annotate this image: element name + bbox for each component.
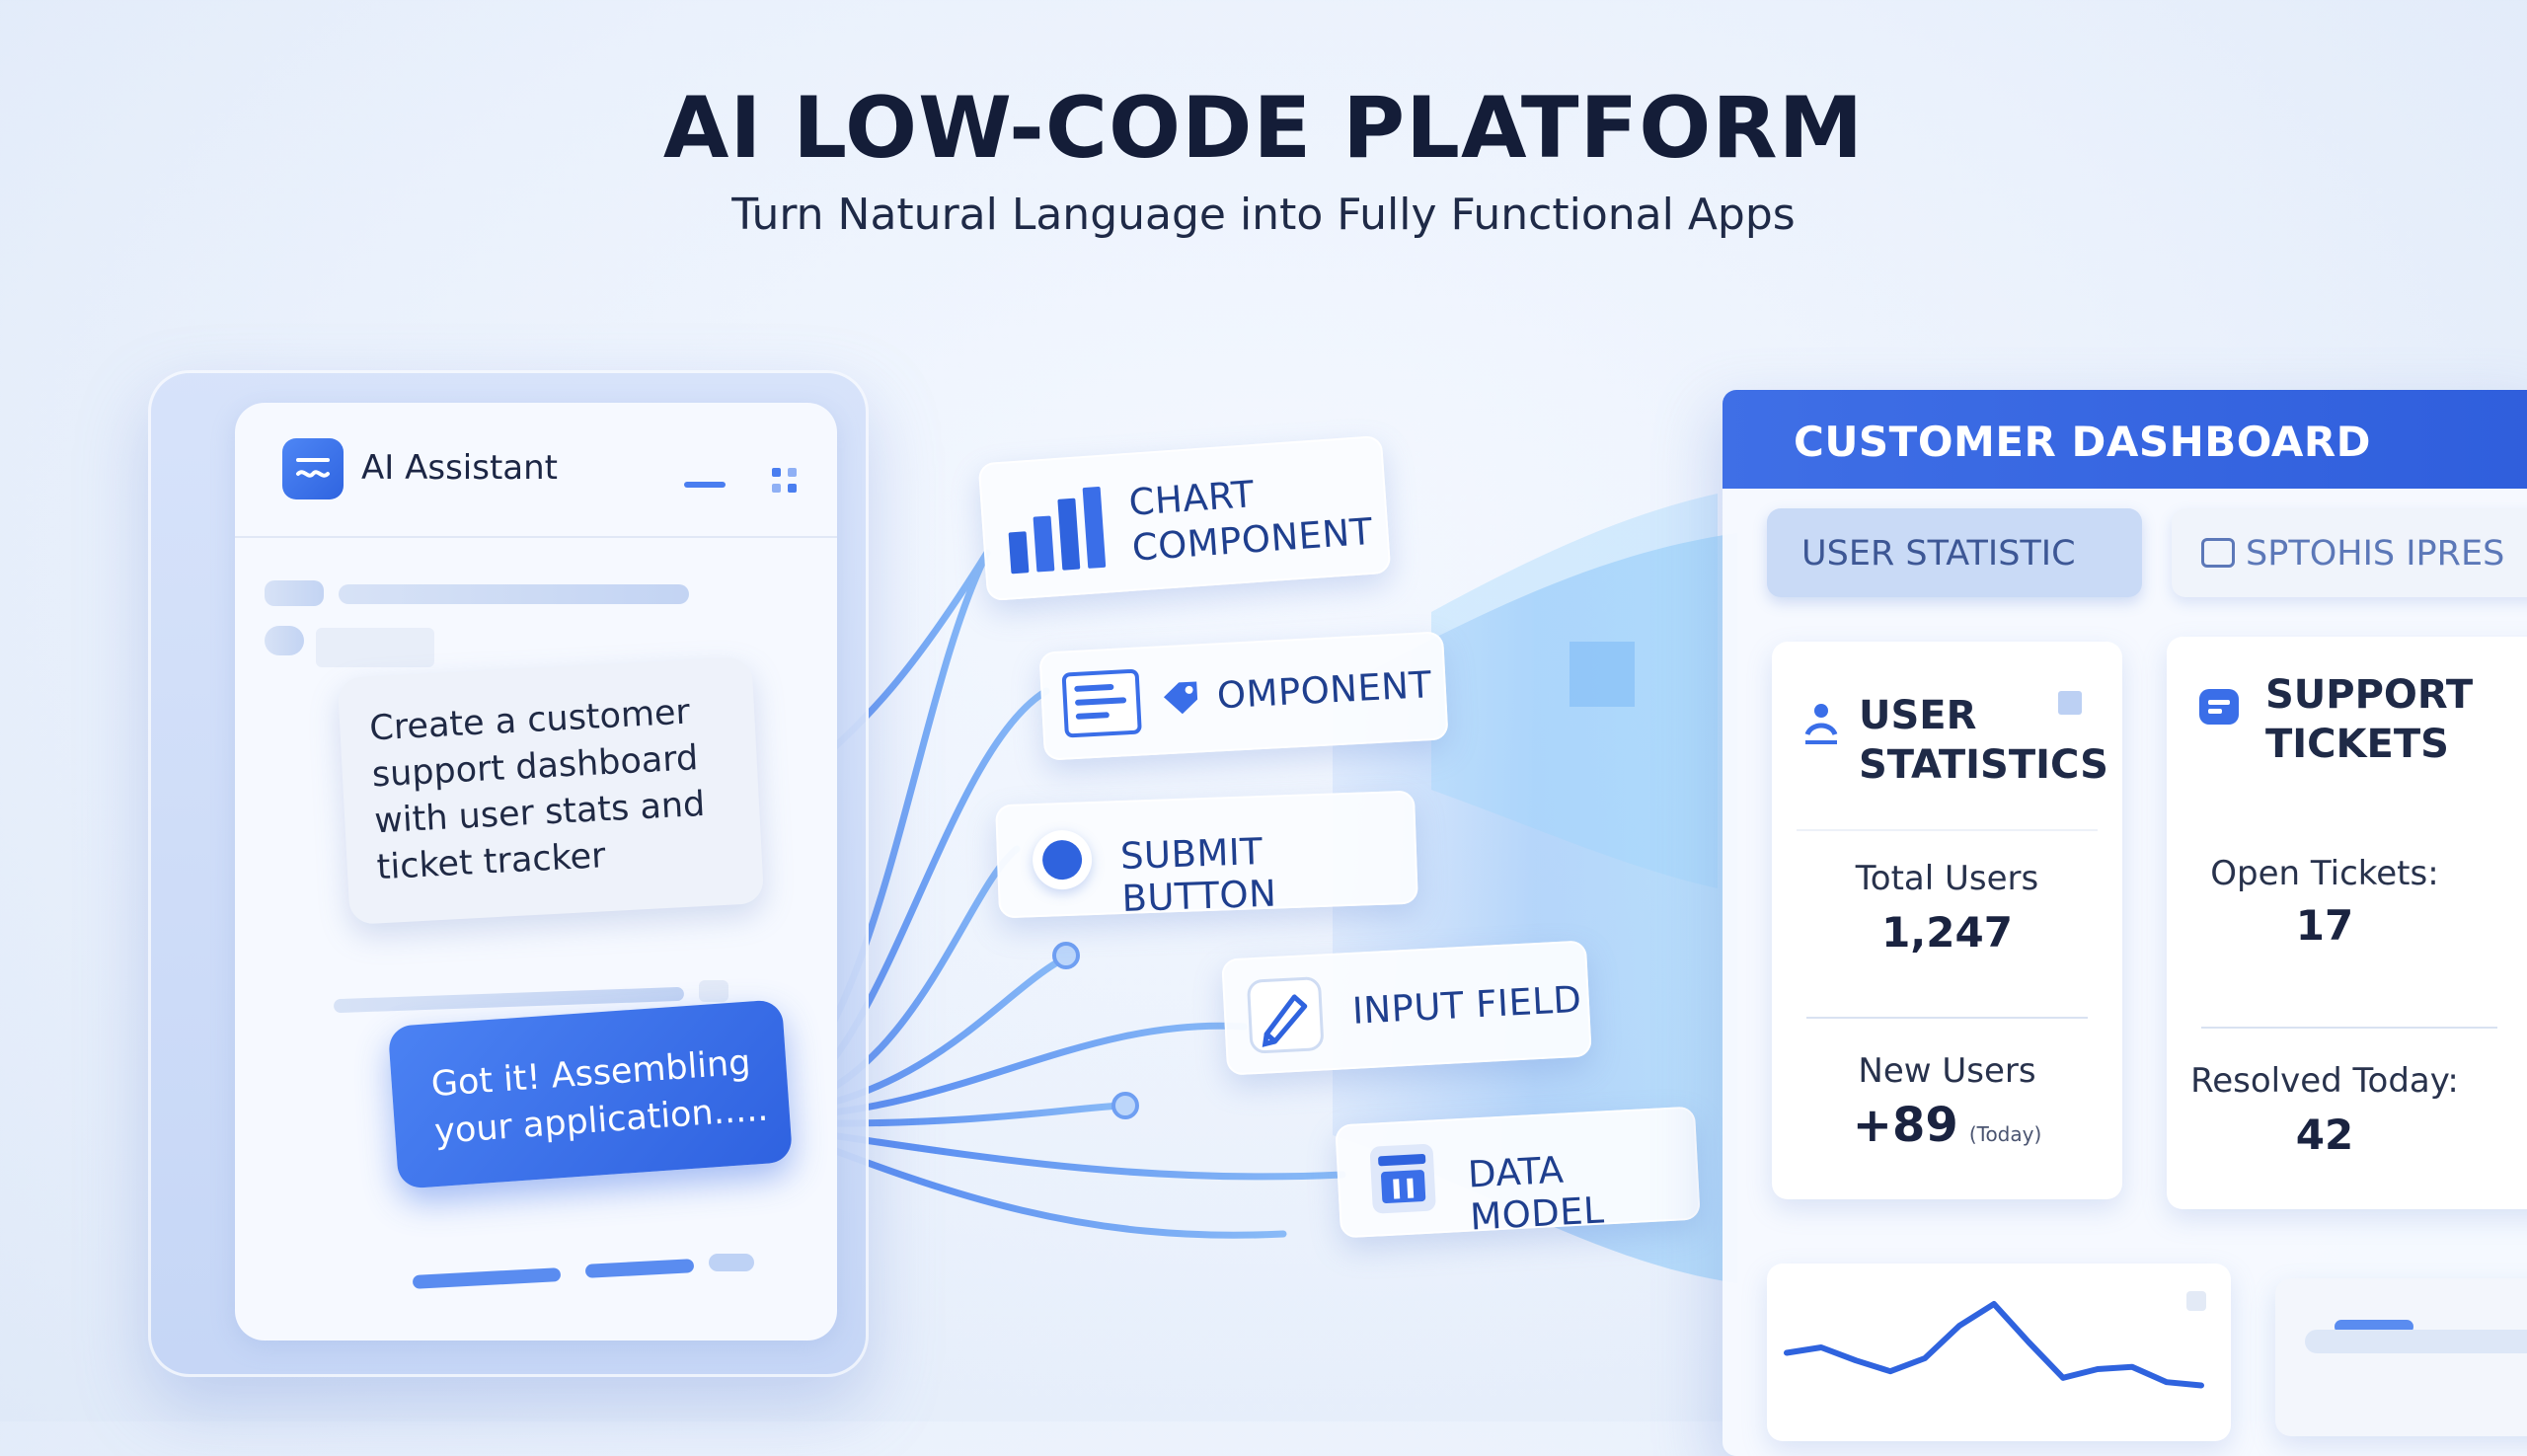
customer-dashboard: CUSTOMER DASHBOARD USER STATISTIC SPTOHI… <box>1723 390 2527 1456</box>
radio-dot-icon <box>1032 829 1094 891</box>
new-users-value: +89 <box>1852 1098 1958 1153</box>
placeholder-line <box>2305 1330 2527 1353</box>
flow-node <box>1052 942 1080 969</box>
placeholder-line <box>584 1259 695 1278</box>
pencil-icon <box>1247 976 1324 1054</box>
assistant-logo-icon <box>282 438 344 499</box>
chart-component-card[interactable]: CHART COMPONENT <box>977 434 1392 602</box>
assistant-title: AI Assistant <box>361 448 558 488</box>
resolved-today-label: Resolved Today: <box>2190 1061 2459 1101</box>
new-users-suffix: (Today) <box>1968 1122 2042 1146</box>
divider <box>1797 829 2098 831</box>
ai-message-text: Got it! Assembling your application..... <box>429 1042 770 1153</box>
expand-icon[interactable] <box>768 464 802 498</box>
trend-line <box>1784 1301 2204 1389</box>
bar-chart-icon <box>1008 487 1107 575</box>
open-tickets-label: Open Tickets: <box>2210 854 2439 893</box>
user-message-bubble: Create a customer support dashboard with… <box>337 656 765 925</box>
minimize-icon[interactable] <box>684 482 726 488</box>
chart-corner-marker <box>2186 1291 2206 1311</box>
placeholder-line <box>265 580 324 606</box>
user-message-text: Create a customer support dashboard with… <box>368 692 707 888</box>
chart-component-label: CHART COMPONENT <box>1127 473 1375 570</box>
form-component-label: OMPONENT <box>1215 663 1433 718</box>
total-users-label: Total Users <box>1855 859 2039 898</box>
new-users-row: +89 (Today) <box>1772 1098 2122 1153</box>
user-statistics-card[interactable]: USER STATISTICS Total Users 1,247 New Us… <box>1772 642 2122 1199</box>
ticket-icon <box>2201 538 2235 568</box>
submit-button-label: SUBMIT BUTTON <box>1119 830 1278 921</box>
user-statistics-title: USER STATISTICS <box>1859 693 2108 788</box>
flow-sheet <box>1431 494 1718 888</box>
flow-block <box>1570 642 1635 707</box>
database-icon <box>1369 1143 1436 1214</box>
page-subtitle: Turn Natural Language into Fully Functio… <box>731 190 1796 240</box>
form-icon <box>1061 668 1142 738</box>
submit-button-card[interactable]: SUBMIT BUTTON <box>995 790 1418 921</box>
card-corner-marker <box>2058 691 2082 715</box>
data-model-card[interactable]: DATA MODEL <box>1335 1106 1701 1239</box>
form-component-card[interactable]: OMPONENT <box>1038 631 1449 761</box>
ai-message-bubble: Got it! Assembling your application..... <box>387 999 794 1189</box>
support-tickets-title: SUPPORT TICKETS <box>2265 672 2474 767</box>
tab-user-statistic[interactable]: USER STATISTIC <box>1767 508 2142 597</box>
tab-support-tickets-label: SPTOHIS IPRES <box>2246 534 2505 574</box>
new-users-label: New Users <box>1858 1051 2036 1091</box>
assistant-panel: AI Assistant Create a customer support d… <box>235 403 837 1341</box>
divider <box>1806 1017 2088 1019</box>
placeholder-line <box>316 628 434 667</box>
placeholder-line <box>339 584 689 604</box>
flow-line <box>794 1126 1346 1181</box>
flow-node <box>1111 1092 1139 1119</box>
input-field-card[interactable]: INPUT FIELD <box>1221 940 1592 1076</box>
placeholder-line <box>265 626 304 655</box>
trend-line-chart <box>1784 1301 2204 1389</box>
placeholder-line <box>699 980 728 1002</box>
input-field-label: INPUT FIELD <box>1350 977 1583 1033</box>
chat-ticket-icon <box>2199 689 2239 725</box>
tab-support-tickets[interactable]: SPTOHIS IPRES <box>2172 508 2527 597</box>
secondary-widget[interactable] <box>2275 1278 2527 1436</box>
page-title: AI LOW-CODE PLATFORM <box>662 79 1865 178</box>
dashboard-title: CUSTOMER DASHBOARD <box>1794 418 2372 466</box>
open-tickets-value: 17 <box>2295 901 2354 950</box>
resolved-today-value: 42 <box>2295 1111 2354 1159</box>
total-users-value: 1,247 <box>1881 908 2013 957</box>
users-icon <box>1804 704 1838 744</box>
tag-icon <box>1163 681 1198 715</box>
assistant-header: AI Assistant <box>235 403 837 538</box>
tab-user-statistic-label: USER STATISTIC <box>1801 534 2076 574</box>
divider <box>2201 1027 2497 1029</box>
placeholder-line <box>412 1267 562 1289</box>
data-model-label: DATA MODEL <box>1466 1148 1606 1239</box>
trend-chart-card[interactable] <box>1767 1264 2231 1441</box>
dashboard-header: CUSTOMER DASHBOARD <box>1723 390 2527 489</box>
support-tickets-card[interactable]: SUPPORT TICKETS Open Tickets: 17 Resolve… <box>2167 637 2527 1209</box>
placeholder-line <box>709 1254 754 1271</box>
